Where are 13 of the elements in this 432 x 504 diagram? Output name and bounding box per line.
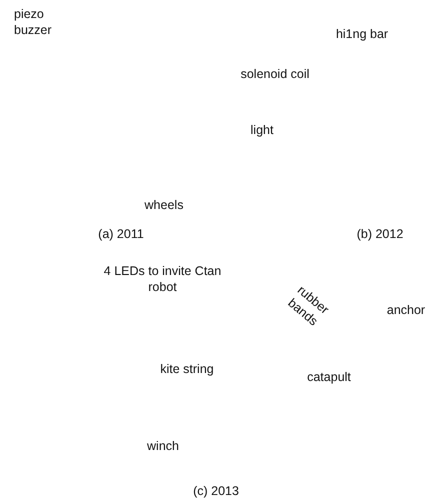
part-label: 4 LEDs to invite Ctan robot [102,263,222,295]
panel-caption: (c) 2013 [192,483,240,499]
part-label: catapult [306,369,352,385]
part-label: anchor [386,302,426,318]
panel-caption: (a) 2011 [97,226,145,242]
part-label: piezo buzzer [14,6,53,38]
part-label: winch [146,438,180,454]
part-label: wheels [144,197,184,213]
part-label: kite string [159,361,215,377]
part-label: hi1ng bar [334,26,390,42]
part-label: light [250,122,274,138]
part-label: solenoid coil [240,66,310,82]
panel-caption: (b) 2012 [356,226,404,242]
